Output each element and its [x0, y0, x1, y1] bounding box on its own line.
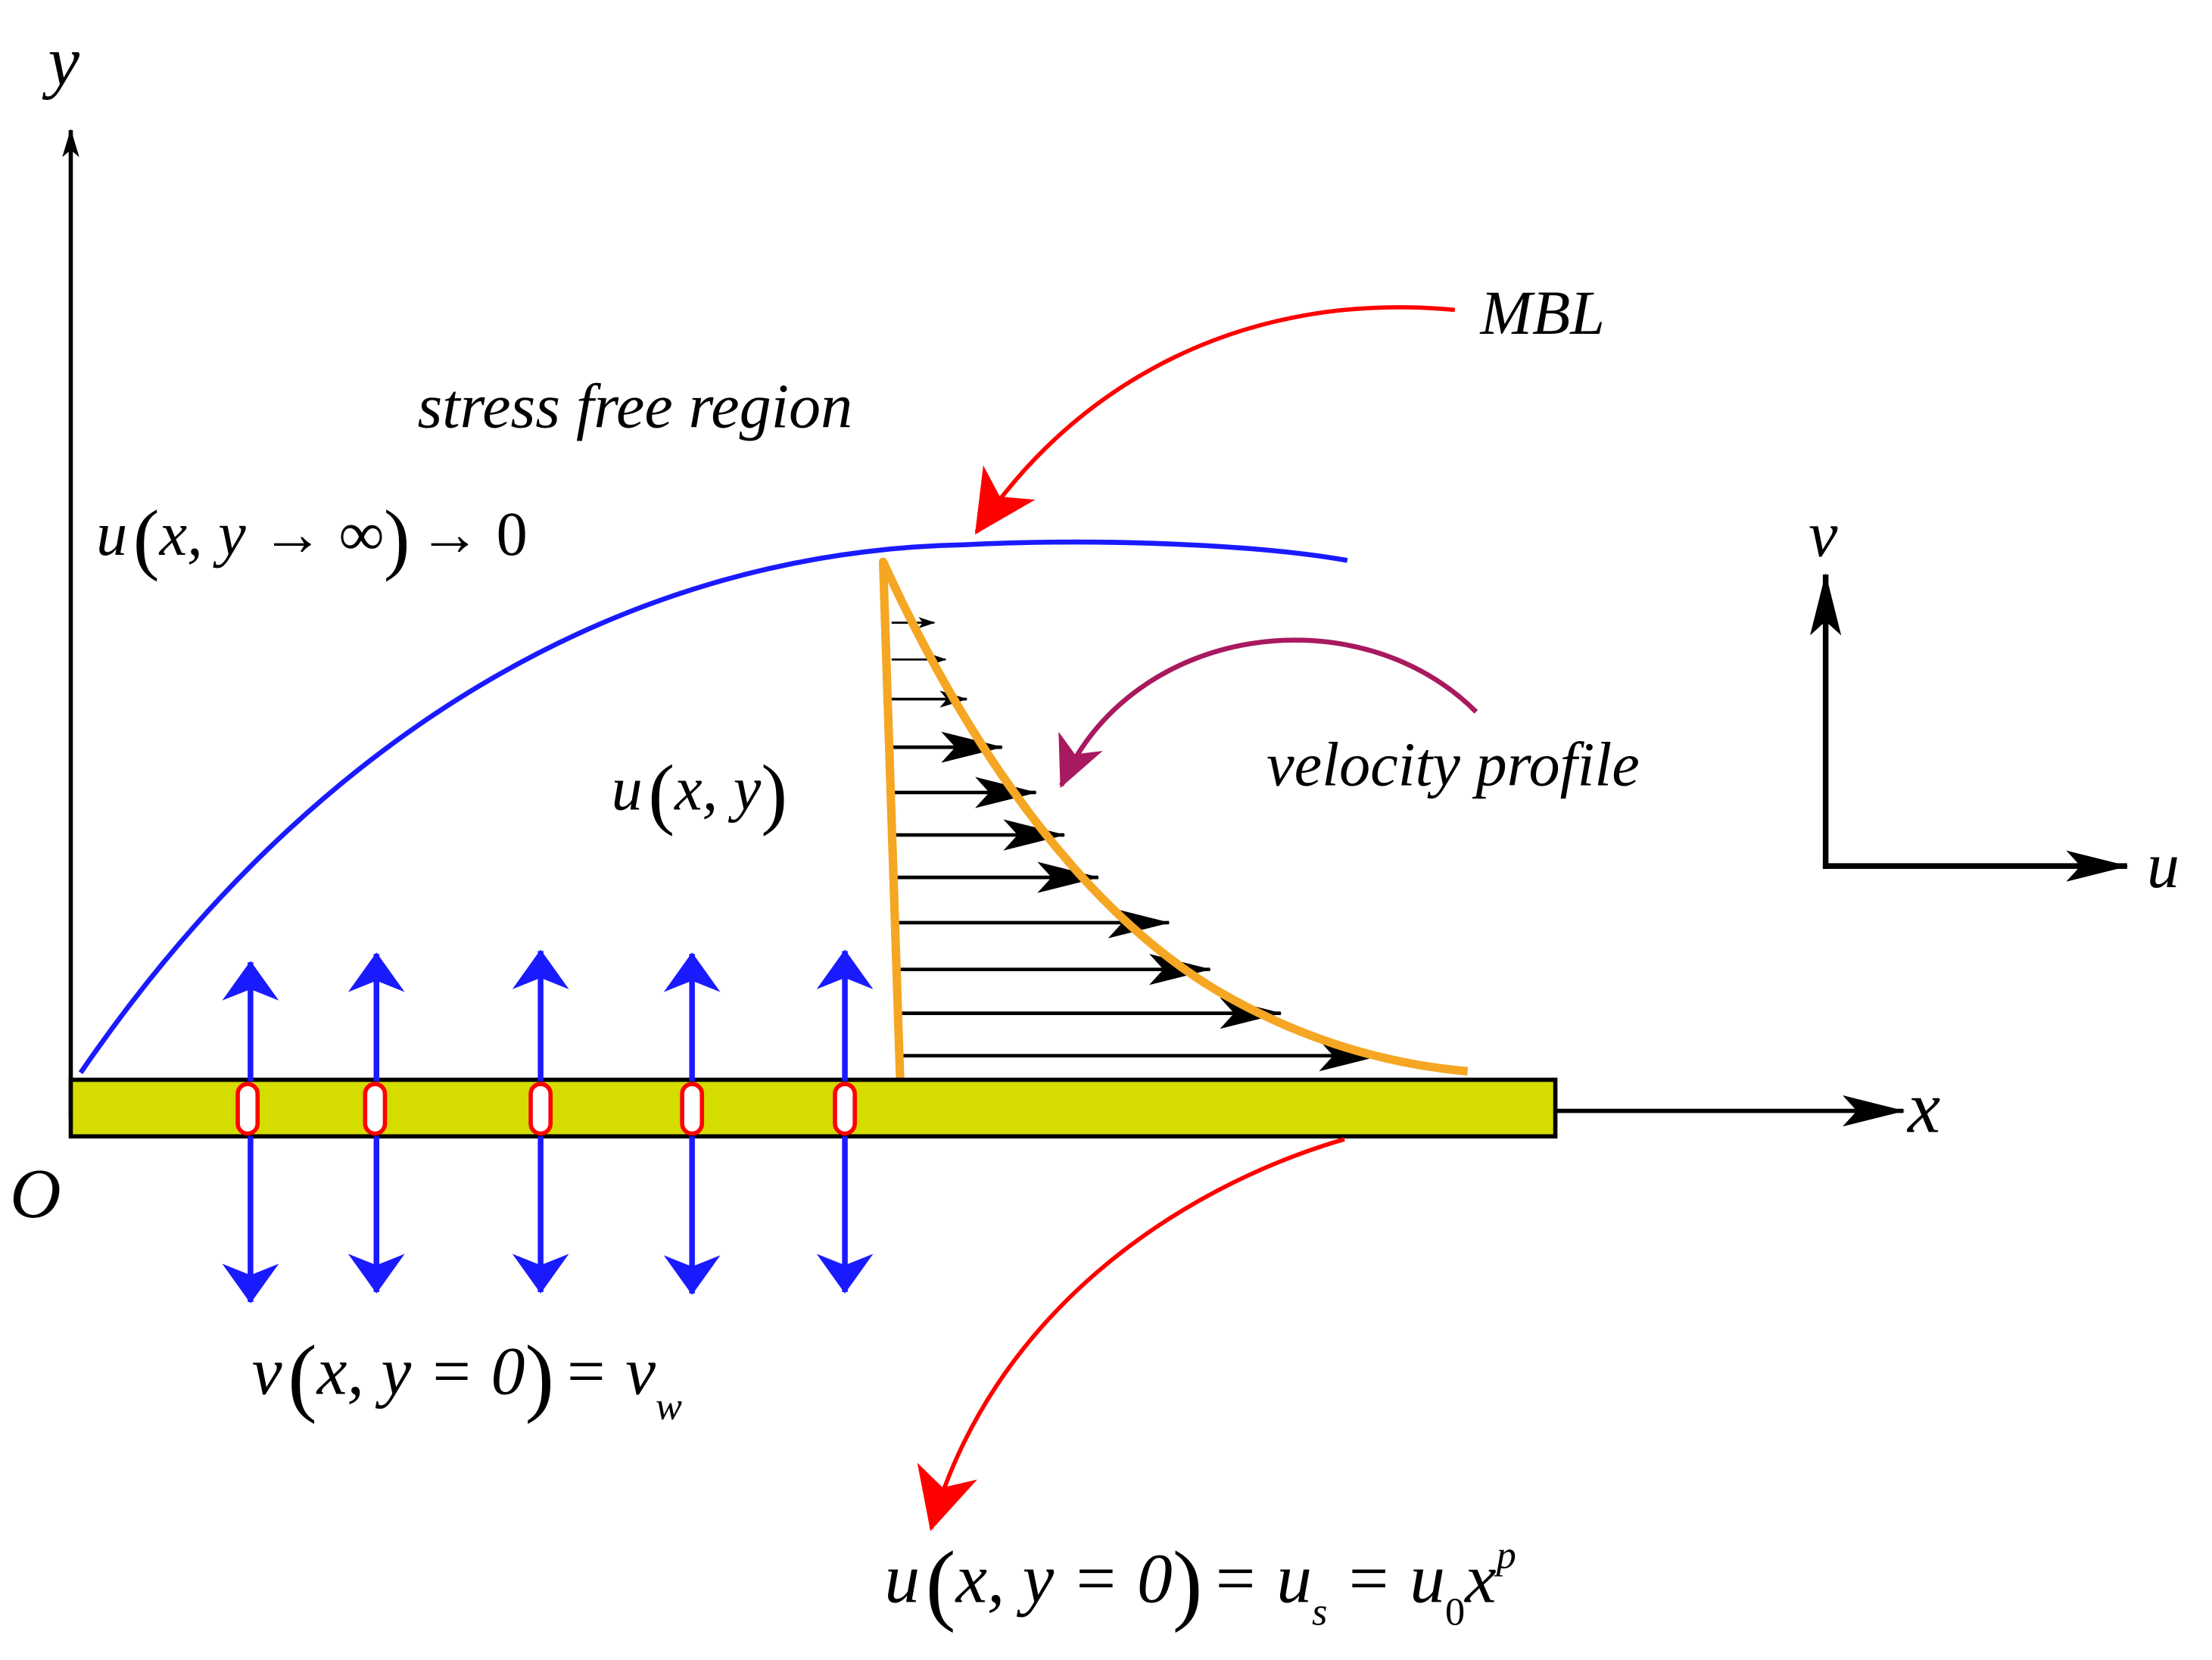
- v-component-label: v: [1809, 498, 1838, 571]
- slot: [363, 1082, 388, 1136]
- slip-condition: u(x, y = 0)= us= u0xp: [884, 1532, 1516, 1634]
- far-field-condition: u(x, y → ∞)→ 0: [96, 494, 528, 582]
- velocity-profile-curve: [878, 557, 1469, 1079]
- velocity-profile-pointer-arrow: [1058, 637, 1478, 789]
- mbl-pointer-arrow: [974, 305, 1456, 535]
- mbl-label: MBL: [1479, 279, 1604, 347]
- suction-arrows: [222, 949, 874, 1303]
- stress-free-label: stress free region: [417, 372, 852, 442]
- velocity-profile-label: velocity profile: [1266, 730, 1640, 799]
- slot: [528, 1082, 553, 1136]
- u-component-label: u: [2147, 829, 2179, 902]
- origin-label: O: [10, 1155, 61, 1233]
- suction-slots: [235, 1082, 857, 1136]
- y-axis-label: y: [42, 23, 80, 101]
- suction-condition: v(x, y = 0)= vw: [252, 1328, 682, 1428]
- slot: [833, 1082, 857, 1136]
- slot: [680, 1082, 705, 1136]
- x-axis-label: x: [1906, 1067, 1940, 1149]
- slip-condition-pointer-arrow: [917, 1137, 1345, 1531]
- mbl-curve: [78, 539, 1348, 1074]
- profile-equation: u(x, y): [612, 749, 787, 836]
- stretching-plate: [68, 1077, 1558, 1139]
- slot: [235, 1082, 260, 1136]
- velocity-vectors: [891, 617, 1382, 1072]
